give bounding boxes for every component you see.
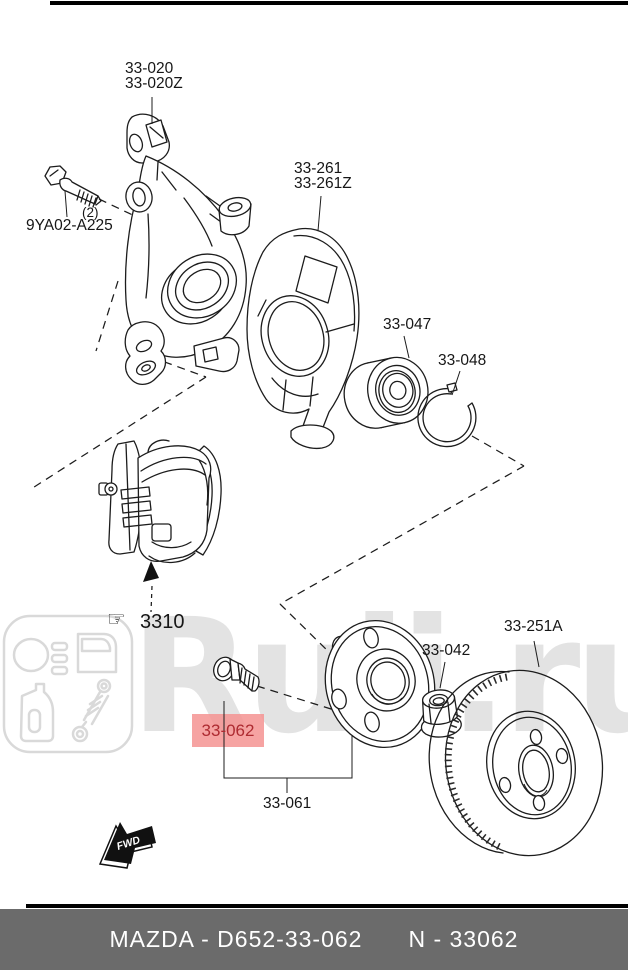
label-bolt-qty: (2)	[82, 205, 99, 220]
label-knuckle-line1[interactable]: 33-020	[125, 60, 174, 77]
footer-part-code: MAZDA - D652-33-062	[109, 926, 363, 952]
fwd-arrow: FWD	[98, 822, 156, 869]
snap-ring-drawing	[417, 382, 477, 448]
oil-jug-icon	[19, 682, 55, 743]
label-bolt-code[interactable]: 9YA02-A225	[26, 217, 113, 234]
label-hub[interactable]: 33-061	[263, 795, 312, 812]
top-border-line	[50, 1, 628, 5]
label-hub-nut[interactable]: 33-042	[422, 642, 471, 659]
label-snap-ring[interactable]: 33-048	[438, 352, 487, 369]
footer-bar: MAZDA - D652-33-062 N - 33062	[0, 909, 628, 970]
label-wheel-stud-selected[interactable]: 33-062	[201, 720, 255, 740]
caliper-drawing	[98, 439, 222, 613]
footer-part-number: N - 33062	[408, 926, 519, 952]
label-splash-shield-line2[interactable]: 33-261Z	[294, 175, 352, 192]
footer-border-line	[26, 904, 628, 908]
watermark-logo-icon	[2, 614, 134, 754]
bolt-drawing	[44, 165, 102, 208]
label-knuckle-line2[interactable]: 33-020Z	[125, 75, 183, 92]
pointing-hand-icon: ☞	[107, 607, 126, 631]
label-splash-shield-line1[interactable]: 33-261	[294, 160, 343, 177]
car-door-icon	[76, 632, 118, 674]
splash-shield-drawing	[246, 227, 360, 450]
label-knuckle[interactable]: 33-020 33-020Z	[125, 60, 183, 92]
up-arrow-icon	[143, 561, 159, 582]
label-bearing[interactable]: 33-047	[383, 316, 432, 333]
shock-absorber-icon	[71, 678, 112, 743]
knuckle-drawing	[124, 113, 252, 386]
label-splash-shield[interactable]: 33-261 33-261Z	[294, 160, 352, 192]
label-brake-disc[interactable]: 33-251A	[504, 618, 563, 635]
label-caliper-ref[interactable]: 3310	[140, 611, 185, 633]
bearing-drawing	[343, 356, 429, 429]
fwd-label: FWD	[115, 834, 142, 853]
headlight-icon	[12, 637, 69, 676]
